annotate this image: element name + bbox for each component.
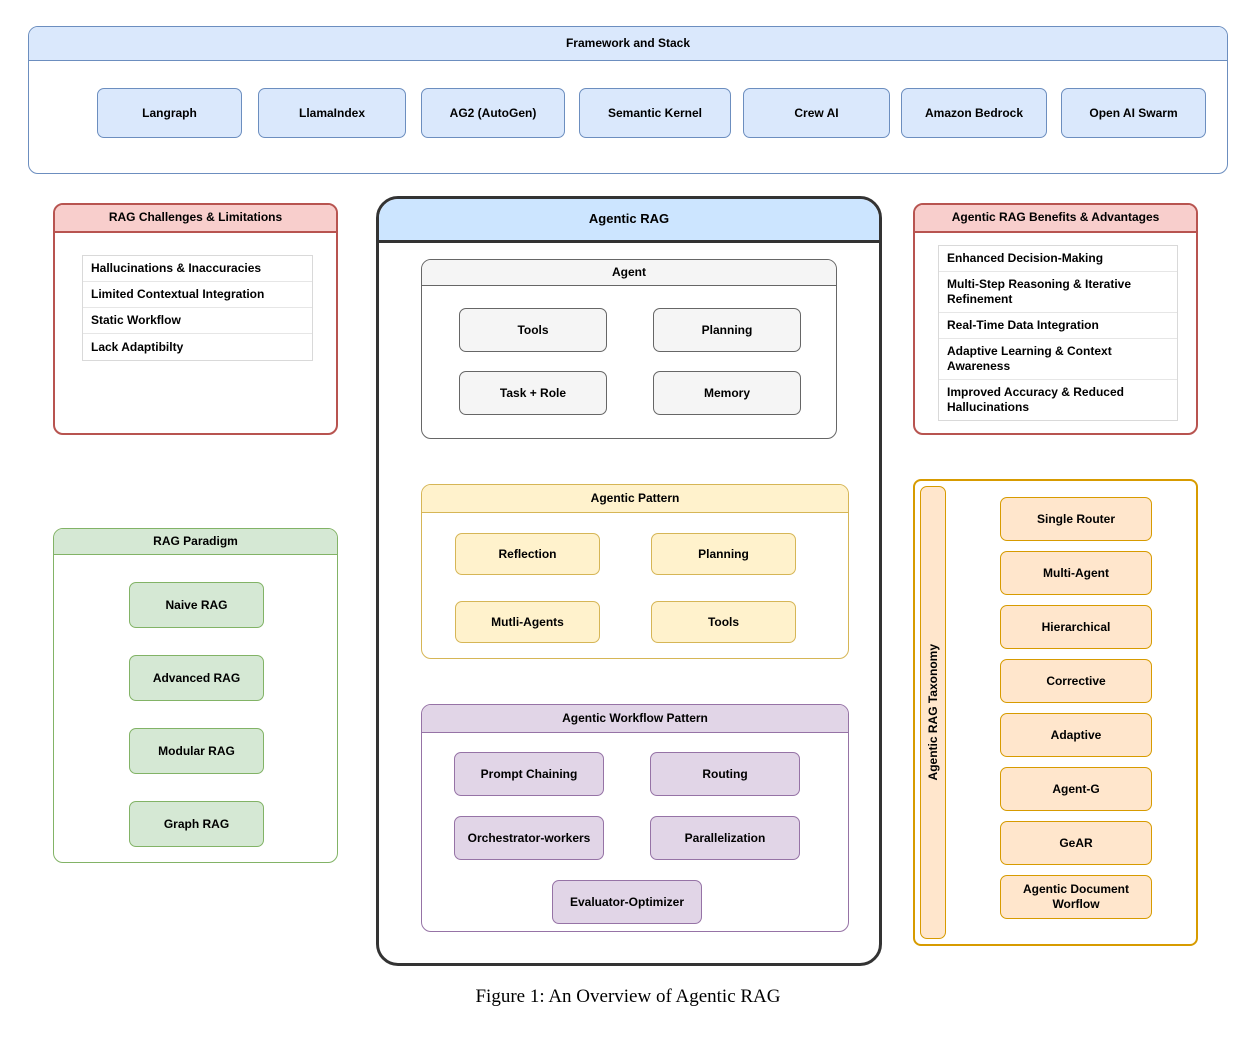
pattern-item-tools[interactable]: Tools (651, 601, 796, 643)
taxonomy-item-agentic-document-worflow[interactable]: Agentic Document Worflow (1000, 875, 1152, 919)
agent-item-task-role[interactable]: Task + Role (459, 371, 607, 415)
framework-item-open-ai-swarm[interactable]: Open AI Swarm (1061, 88, 1206, 138)
workflow-item-routing[interactable]: Routing (650, 752, 800, 796)
paradigm-item-modular-rag[interactable]: Modular RAG (129, 728, 264, 774)
agentic-rag-panel: Agentic RAG Agent Tools Planning Task + … (376, 196, 882, 966)
agentic-rag-taxonomy-items: Single Router Multi-Agent Hierarchical C… (951, 481, 1196, 944)
rag-paradigm-title: RAG Paradigm (54, 529, 337, 555)
agent-item-planning[interactable]: Planning (653, 308, 801, 352)
taxonomy-title-text: Agentic RAG Taxonomy (926, 644, 940, 781)
framework-item-ag2-autogen[interactable]: AG2 (AutoGen) (421, 88, 565, 138)
list-item: Limited Contextual Integration (83, 282, 312, 308)
agent-title: Agent (422, 260, 836, 286)
list-item: Static Workflow (83, 308, 312, 334)
framework-item-llamaindex[interactable]: LlamaIndex (258, 88, 406, 138)
list-item: Multi-Step Reasoning & Iterative Refinem… (939, 272, 1177, 313)
rag-challenges-list: Hallucinations & Inaccuracies Limited Co… (82, 255, 313, 361)
framework-item-semantic-kernel[interactable]: Semantic Kernel (579, 88, 731, 138)
agentic-pattern-items-grid: Reflection Planning Mutli-Agents Tools (422, 513, 848, 658)
agentic-rag-benefits-panel: Agentic RAG Benefits & Advantages Enhanc… (913, 203, 1198, 435)
agentic-rag-taxonomy-title: Agentic RAG Taxonomy (920, 486, 946, 939)
rag-challenges-title: RAG Challenges & Limitations (55, 205, 336, 233)
taxonomy-item-corrective[interactable]: Corrective (1000, 659, 1152, 703)
pattern-item-mutli-agents[interactable]: Mutli-Agents (455, 601, 600, 643)
taxonomy-item-adaptive[interactable]: Adaptive (1000, 713, 1152, 757)
framework-item-crew-ai[interactable]: Crew AI (743, 88, 890, 138)
workflow-item-prompt-chaining[interactable]: Prompt Chaining (454, 752, 604, 796)
agent-items-grid: Tools Planning Task + Role Memory (422, 286, 836, 438)
taxonomy-item-single-router[interactable]: Single Router (1000, 497, 1152, 541)
list-item: Enhanced Decision-Making (939, 246, 1177, 272)
framework-and-stack-panel: Framework and Stack Langraph LlamaIndex … (28, 26, 1228, 174)
taxonomy-item-multi-agent[interactable]: Multi-Agent (1000, 551, 1152, 595)
workflow-item-parallelization[interactable]: Parallelization (650, 816, 800, 860)
agentic-workflow-items-grid: Prompt Chaining Routing Orchestrator-wor… (422, 733, 848, 931)
agent-panel: Agent Tools Planning Task + Role Memory (421, 259, 837, 439)
figure-caption: Figure 1: An Overview of Agentic RAG (475, 986, 781, 1007)
framework-and-stack-title: Framework and Stack (29, 27, 1227, 61)
agentic-rag-title: Agentic RAG (379, 199, 879, 243)
paradigm-item-graph-rag[interactable]: Graph RAG (129, 801, 264, 847)
taxonomy-item-gear[interactable]: GeAR (1000, 821, 1152, 865)
pattern-item-reflection[interactable]: Reflection (455, 533, 600, 575)
agentic-rag-taxonomy-panel: Agentic RAG Taxonomy Single Router Multi… (913, 479, 1198, 946)
list-item: Lack Adaptibilty (91, 339, 184, 354)
list-item: Adaptive Learning & Context Awareness (939, 339, 1177, 380)
agent-item-tools[interactable]: Tools (459, 308, 607, 352)
taxonomy-item-agent-g[interactable]: Agent-G (1000, 767, 1152, 811)
list-item: Improved Accuracy & Reduced Hallucinatio… (947, 385, 1124, 414)
agentic-workflow-pattern-title: Agentic Workflow Pattern (422, 705, 848, 733)
rag-challenges-panel: RAG Challenges & Limitations Hallucinati… (53, 203, 338, 435)
list-item: Real-Time Data Integration (939, 313, 1177, 339)
paradigm-item-naive-rag[interactable]: Naive RAG (129, 582, 264, 628)
pattern-item-planning[interactable]: Planning (651, 533, 796, 575)
framework-item-langraph[interactable]: Langraph (97, 88, 242, 138)
rag-paradigm-panel: RAG Paradigm Naive RAG Advanced RAG Modu… (53, 528, 338, 863)
list-item: Hallucinations & Inaccuracies (83, 256, 312, 282)
workflow-item-orchestrator-workers[interactable]: Orchestrator-workers (454, 816, 604, 860)
taxonomy-item-hierarchical[interactable]: Hierarchical (1000, 605, 1152, 649)
agent-item-memory[interactable]: Memory (653, 371, 801, 415)
framework-item-amazon-bedrock[interactable]: Amazon Bedrock (901, 88, 1047, 138)
agentic-workflow-pattern-panel: Agentic Workflow Pattern Prompt Chaining… (421, 704, 849, 932)
paradigm-item-advanced-rag[interactable]: Advanced RAG (129, 655, 264, 701)
workflow-item-evaluator-optimizer[interactable]: Evaluator-Optimizer (552, 880, 702, 924)
agentic-pattern-panel: Agentic Pattern Reflection Planning Mutl… (421, 484, 849, 659)
agentic-rag-benefits-list: Enhanced Decision-Making Multi-Step Reas… (938, 245, 1178, 421)
framework-items-row: Langraph LlamaIndex AG2 (AutoGen) Semant… (29, 61, 1227, 173)
agentic-pattern-title: Agentic Pattern (422, 485, 848, 513)
agentic-rag-benefits-title: Agentic RAG Benefits & Advantages (915, 205, 1196, 233)
